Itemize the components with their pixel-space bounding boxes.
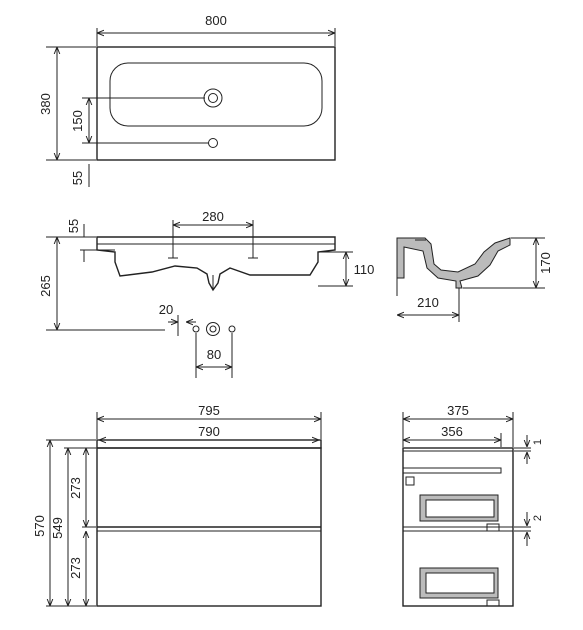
- basin-section-view: 170 210: [396, 237, 553, 322]
- waste-hole-left: [192, 325, 200, 333]
- cabinet-front-view: 795 790 570 549 273 273: [32, 403, 322, 607]
- dim-rim-55: 55: [66, 219, 81, 233]
- dim-height-265: 265: [38, 275, 53, 297]
- dim-drawer-bottom-273: 273: [68, 557, 83, 579]
- cabinet-side-view: 375 356 1 2: [402, 403, 544, 607]
- dim-section-210: 210: [417, 295, 439, 310]
- basin-section-shape: [396, 237, 511, 289]
- dim-tap-150: 150: [70, 110, 85, 132]
- dim-total-570: 570: [32, 515, 47, 537]
- basin-front-outline: [96, 236, 336, 292]
- dim-section-170: 170: [538, 252, 553, 274]
- dim-cabinet-790: 790: [198, 424, 220, 439]
- overflow-hole: [208, 138, 218, 148]
- basin-top-slab: [96, 439, 322, 449]
- dim-side-375: 375: [447, 403, 469, 418]
- basin-outline: [96, 46, 336, 161]
- tap-hole: [203, 88, 223, 108]
- hinge-icon: [405, 476, 415, 486]
- dim-side-356: 356: [441, 424, 463, 439]
- dim-cabinet-795: 795: [198, 403, 220, 418]
- dim-front-55: 55: [70, 171, 85, 185]
- dim-width-800: 800: [205, 13, 227, 28]
- waste-hole-center: [206, 322, 220, 336]
- dim-depth-380: 380: [38, 93, 53, 115]
- waste-hole-right: [228, 325, 236, 333]
- dim-gap-1: 1: [532, 439, 544, 445]
- dim-body-549: 549: [50, 517, 65, 539]
- dim-gap-2: 2: [532, 515, 544, 521]
- dim-taps-280: 280: [202, 209, 224, 224]
- dim-drawer-top-273: 273: [68, 477, 83, 499]
- basin-top-view: 800 380 150 55: [38, 13, 336, 187]
- dim-waste-80: 80: [207, 347, 221, 362]
- basin-bowl: [109, 62, 323, 127]
- basin-front-view: 280 55 265 110 20 80: [38, 209, 374, 378]
- dim-waste-20: 20: [159, 302, 173, 317]
- dim-bowl-110: 110: [354, 262, 375, 277]
